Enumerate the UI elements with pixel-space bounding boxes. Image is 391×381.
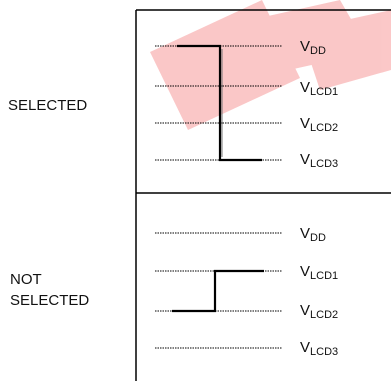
selected-vlcd2-label: VLCD2 bbox=[300, 115, 339, 134]
selected-vlcd3-label: VLCD3 bbox=[300, 151, 339, 170]
selected-vlcd1-label: VLCD1 bbox=[300, 79, 339, 98]
not-selected-waveform bbox=[172, 269, 264, 313]
not-selected-vlcd1-label: VLCD1 bbox=[300, 263, 339, 282]
watermark-logo bbox=[150, 0, 391, 130]
not-selected-vdd-label: VDD bbox=[300, 225, 326, 244]
not-selected-label-line1: NOT bbox=[10, 271, 42, 288]
not-selected-vlcd2-label: VLCD2 bbox=[300, 302, 339, 321]
not-selected-label-line2: SELECTED bbox=[10, 292, 90, 309]
selected-vdd-label: VDD bbox=[300, 38, 326, 57]
selected-label: SELECTED bbox=[8, 97, 88, 114]
not-selected-level-lines bbox=[155, 232, 282, 349]
not-selected-vlcd3-label: VLCD3 bbox=[300, 339, 339, 358]
selected-waveform bbox=[177, 44, 262, 162]
panel-frame bbox=[135, 9, 391, 381]
